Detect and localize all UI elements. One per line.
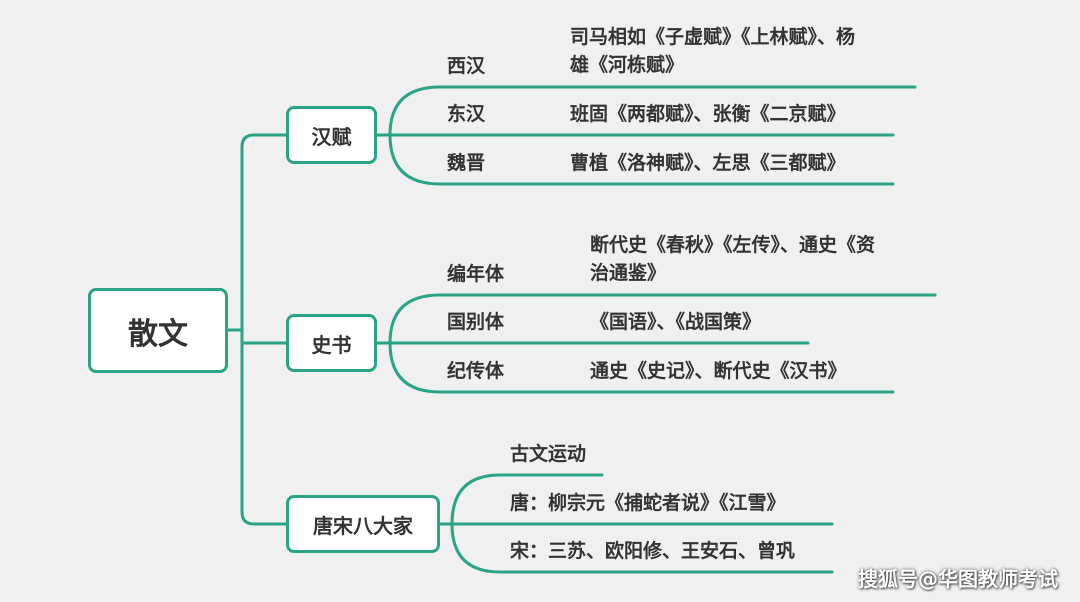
leaf-works: 雄《河栋赋》: [570, 54, 685, 76]
connector-hanfu-xihan: [388, 85, 917, 137]
watermark: 搜狐号@华图教师考试: [858, 567, 1058, 591]
leaf-period: 编年体: [447, 263, 505, 285]
root-node: 散文: [88, 288, 228, 373]
branch-node-label: 唐宋八大家: [313, 513, 413, 538]
leaf-works: 通史《史记》、断代史《汉书》: [590, 360, 847, 382]
leaf-works: 断代史《春秋》《左传》、通史《资: [590, 234, 876, 256]
branch-node-hanfu: 汉赋: [286, 106, 377, 164]
connector-shishu-jizhuan: [388, 341, 895, 394]
leaf-period: 纪传体: [447, 360, 505, 382]
leaf-period: 魏晋: [447, 152, 486, 174]
branch-node-shishu: 史书: [286, 314, 377, 372]
leaf-text: 宋：三苏、欧阳修、王安石、曾巩: [510, 540, 796, 562]
connector-tangsong-song: [450, 522, 834, 574]
branch-node-label: 史书: [311, 332, 352, 357]
leaf-period: 西汉: [447, 55, 486, 77]
connector-tangsong-guwen: [450, 473, 604, 526]
leaf-works: 班固《两都赋》、张衡《二京赋》: [570, 103, 846, 125]
connector-hanfu-weijin: [388, 133, 895, 186]
leaf-text: 古文运动: [510, 443, 587, 465]
leaf-text: 唐：柳宗元《捕蛇者说》《江雪》: [510, 492, 786, 514]
branch-node-tangsong: 唐宋八大家: [286, 495, 440, 553]
leaf-works: 治通鉴》: [590, 262, 667, 284]
leaf-works: 曹植《洛神赋》、左思《三都赋》: [570, 152, 846, 174]
connector-trunk: [240, 133, 256, 526]
leaf-period: 国别体: [447, 311, 505, 333]
root-node-label: 散文: [128, 316, 188, 352]
leaf-period: 东汉: [447, 103, 486, 125]
leaf-works: 《国语》、《战国策》: [590, 311, 762, 333]
leaf-works: 司马相如《子虚赋》《上林赋》、杨: [570, 26, 856, 48]
connector-shishu-biannian: [388, 293, 937, 345]
branch-node-label: 汉赋: [311, 124, 352, 149]
